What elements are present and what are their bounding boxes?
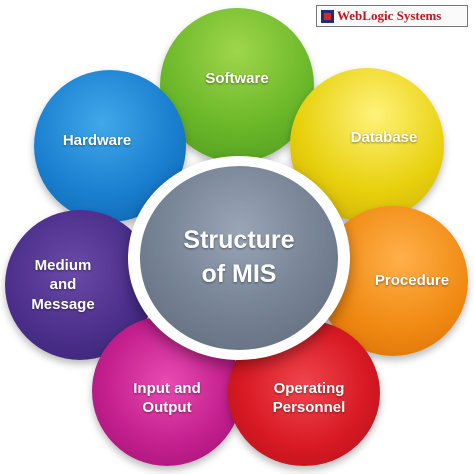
weblogic-logo-icon: [321, 9, 334, 23]
weblogic-watermark: WebLogic Systems: [316, 5, 468, 27]
software-node: Software: [160, 8, 314, 162]
watermark-text: WebLogic Systems: [337, 8, 442, 23]
center-node-structure-of-mis: Structure of MIS: [140, 166, 338, 350]
